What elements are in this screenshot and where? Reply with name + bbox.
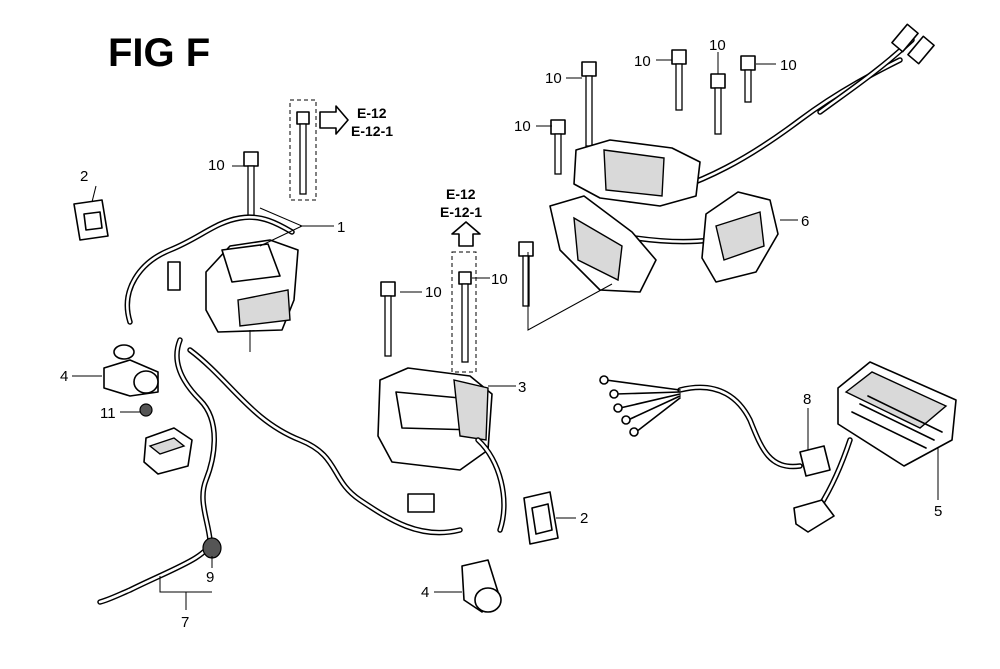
part-numbers: 1 2 2 3 4 4 5 6 7 8 9 10 10 10 10 10 10 … xyxy=(60,37,942,631)
arrow-up-icon xyxy=(451,221,481,247)
ref-mid-line2: E-12-1 xyxy=(440,204,482,220)
bolt xyxy=(380,281,396,357)
bolt xyxy=(740,55,756,103)
bolt-group xyxy=(243,49,756,363)
part-label-9: 9 xyxy=(206,569,214,586)
bolt xyxy=(296,111,310,195)
part-label-10-e: 10 xyxy=(514,118,531,135)
bolt xyxy=(671,49,687,111)
part-label-10-h: 10 xyxy=(780,57,797,74)
wire-harness xyxy=(97,337,463,605)
part-label-2-upper: 2 xyxy=(80,168,88,185)
switch-part-11 xyxy=(139,403,193,475)
part-label-10-g: 10 xyxy=(709,37,726,54)
part-label-7: 7 xyxy=(181,614,189,631)
bolt xyxy=(550,119,566,175)
part-label-10-a: 10 xyxy=(208,157,225,174)
part-label-10-b: 10 xyxy=(425,284,442,301)
bolt xyxy=(710,73,726,135)
reference-e12-middle: E-12 E-12-1 xyxy=(440,186,482,373)
reference-e12-top: E-12 E-12-1 xyxy=(289,99,393,201)
bolt xyxy=(243,151,259,217)
part-label-4-lower: 4 xyxy=(421,584,429,601)
ignition-coil-part-1 xyxy=(124,214,299,352)
part-label-2-lower: 2 xyxy=(580,510,588,527)
ref-top-line2: E-12-1 xyxy=(351,123,393,139)
leader-lines xyxy=(72,52,939,610)
bolt xyxy=(581,61,597,147)
part-label-10-d: 10 xyxy=(545,70,562,87)
part-label-3: 3 xyxy=(518,379,526,396)
bolt xyxy=(518,241,534,307)
part-label-6: 6 xyxy=(801,213,809,230)
arrow-right-icon xyxy=(319,105,349,135)
part-label-10-f: 10 xyxy=(634,53,651,70)
plug-cap-part-4-upper xyxy=(103,344,159,397)
charge-coil-part-6 xyxy=(549,23,935,293)
part-label-5: 5 xyxy=(934,503,942,520)
part-label-11: 11 xyxy=(100,405,116,422)
grommet-part-2-lower xyxy=(523,491,559,545)
figure-title: FIG F xyxy=(108,31,210,75)
plug-cap-part-4-lower xyxy=(461,559,502,613)
part-label-4-upper: 4 xyxy=(60,368,68,385)
connector-part-8 xyxy=(599,375,831,477)
ref-mid-line1: E-12 xyxy=(446,186,476,202)
part-label-1: 1 xyxy=(337,219,345,236)
grommet-part-9 xyxy=(202,537,222,559)
part-label-8: 8 xyxy=(803,391,811,408)
grommet-part-2-upper xyxy=(73,199,109,241)
bolt xyxy=(458,271,472,363)
ref-top-line1: E-12 xyxy=(357,105,387,121)
part-label-10-c: 10 xyxy=(491,271,508,288)
ignition-coil-part-3 xyxy=(377,367,507,533)
regulator-part-5 xyxy=(793,361,957,533)
